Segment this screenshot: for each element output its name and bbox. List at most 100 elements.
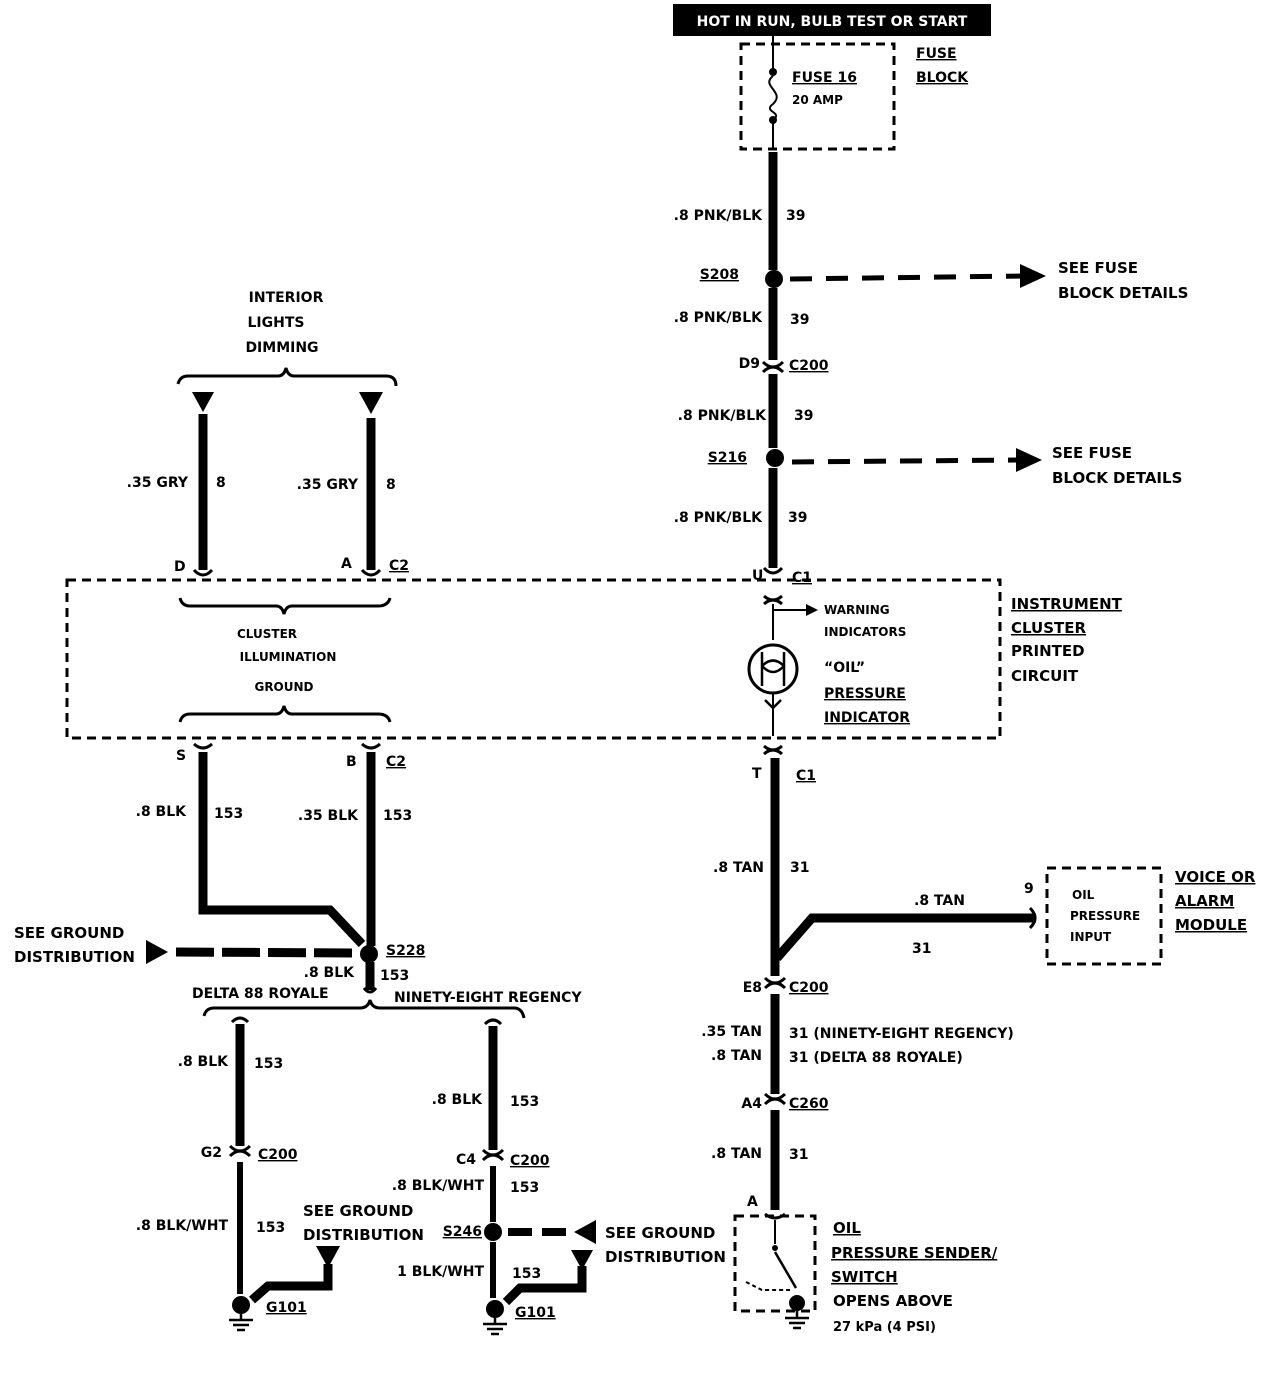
fuse-block-box (739, 42, 896, 151)
dimming-pin-d: D (174, 559, 186, 575)
mid-branch-size3: 1 BLK/WHT (397, 1264, 484, 1280)
see-fuse-arrow-2 (791, 457, 1019, 465)
signal-size2b: .8 TAN (711, 1048, 762, 1064)
signal-conn-c1: C1 (796, 768, 816, 784)
sender-ground-dot (789, 1295, 805, 1311)
interior-dimming-line1: INTERIOR (249, 290, 324, 306)
ground-right-circuit: 153 (383, 808, 412, 824)
ground-connector-c2: C2 (386, 754, 406, 770)
see-ground-left-line2: DISTRIBUTION (14, 948, 135, 966)
cluster-illum-brace-bottom (178, 705, 392, 723)
left-see-ground-line1: SEE GROUND (303, 1202, 413, 1220)
module-pin-hook-icon (1028, 906, 1037, 930)
sender-ground-symbol-icon (785, 1311, 809, 1330)
mid-branch-ground-arrow (571, 1250, 593, 1270)
oil-indicator-line2: PRESSURE (824, 686, 906, 702)
connector-c200-e8-icon (763, 976, 787, 990)
wire-39-3-circuit: 39 (794, 408, 813, 424)
indicator-chevron-icon (764, 699, 782, 710)
mid-branch-circuit2: 153 (510, 1180, 539, 1196)
module-line3: INPUT (1070, 930, 1112, 944)
ground-left-size: .8 BLK (136, 804, 188, 820)
fuse-rating: 20 AMP (792, 93, 843, 107)
oil-indicator-bulb-icon (747, 643, 799, 695)
voice-module-line2: ALARM (1175, 892, 1234, 910)
see-fuse-2-line1: SEE FUSE (1052, 444, 1132, 462)
oil-indicator-line3: INDICATOR (824, 710, 910, 726)
ground-split-hook-icon (362, 987, 378, 994)
cluster-illum-line2: ILLUMINATION (240, 650, 337, 664)
connector-d9-pin: D9 (739, 356, 760, 372)
delta-88-label: DELTA 88 ROYALE (192, 986, 329, 1002)
warning-line2: INDICATORS (824, 625, 906, 639)
mid-ground-g101: G101 (515, 1305, 556, 1321)
mid-see-ground-line1: SEE GROUND (605, 1224, 715, 1242)
mid-branch-conn: C200 (510, 1153, 550, 1169)
oil-pressure-sender-box (733, 1214, 817, 1313)
cluster-illum-brace-top (178, 597, 392, 615)
left-branch-size: .8 BLK (178, 1054, 230, 1070)
signal-size3: .8 TAN (711, 1146, 762, 1162)
left-see-ground-line2: DISTRIBUTION (303, 1226, 424, 1244)
cluster-name-line3: PRINTED (1011, 642, 1085, 660)
splice-s216-label: S216 (708, 450, 747, 466)
dimming-left-size: .35 GRY (127, 475, 189, 491)
see-fuse-2-line2: BLOCK DETAILS (1052, 469, 1182, 487)
signal-pin-a: A (747, 1194, 758, 1210)
ground-pin-s: S (176, 748, 186, 764)
dimming-pin-a: A (341, 556, 352, 572)
left-branch-pin: G2 (201, 1145, 222, 1161)
connector-c2-a-icon (360, 568, 382, 577)
mid-see-ground-arrow (574, 1220, 596, 1244)
splice-s208 (765, 270, 783, 288)
sender-line1: OIL (833, 1219, 861, 1237)
mid-branch-size: .8 BLK (432, 1092, 484, 1108)
connector-c2-d-icon (192, 568, 214, 577)
connector-c2-b-icon (361, 742, 381, 750)
signal-circuit2b: 31 (DELTA 88 ROYALE) (789, 1050, 963, 1066)
cluster-illum-line1: CLUSTER (237, 627, 297, 641)
signal-pin-t: T (752, 766, 762, 782)
signal-pin-e8: E8 (743, 980, 762, 996)
mid-ground-symbol-icon (483, 1318, 507, 1336)
cluster-illum-line3: GROUND (254, 680, 313, 694)
sender-line5: 27 kPa (4 PSI) (833, 1320, 936, 1335)
sender-connector-icon (764, 1212, 786, 1220)
see-fuse-1-line2: BLOCK DETAILS (1058, 284, 1188, 302)
mid-branch-pin: C4 (456, 1152, 476, 1168)
wire-39-2-circuit: 39 (790, 312, 809, 328)
splice-s228-label: S228 (386, 943, 425, 959)
voice-module-line1: VOICE OR (1175, 868, 1256, 886)
wire-39-4-circuit: 39 (788, 510, 807, 526)
splice-s246 (484, 1223, 502, 1241)
see-fuse-arrow-1 (789, 273, 1023, 282)
connector-u-name: C1 (792, 570, 812, 586)
left-branch-size2: .8 BLK/WHT (136, 1218, 229, 1234)
sender-switch-contact-top (772, 1245, 778, 1251)
signal-circuit2a: 31 (NINETY-EIGHT REGENCY) (789, 1026, 1014, 1042)
splice-s216 (766, 449, 784, 467)
mid-branch-hook-icon (483, 1018, 503, 1026)
cluster-name-line2: CLUSTER (1011, 619, 1086, 637)
left-branch-hook-icon (230, 1016, 250, 1024)
mid-ground-g101-dot (486, 1300, 504, 1318)
wire-39-4-size: .8 PNK/BLK (674, 510, 763, 526)
connector-u-pin: U (752, 568, 763, 584)
interior-dimming-brace (176, 367, 398, 387)
left-branch-connector-icon (228, 1144, 252, 1158)
connector-c260-a4-icon (763, 1092, 787, 1106)
dimming-left-circuit: 8 (216, 475, 226, 491)
dimming-connector-c2: C2 (389, 558, 409, 574)
see-ground-left-line1: SEE GROUND (14, 924, 124, 942)
module-wire-size: .8 TAN (914, 893, 965, 909)
wire-39-1-size: .8 PNK/BLK (674, 208, 763, 224)
connector-c2-s-icon (193, 742, 213, 750)
left-ground-g101-dot (232, 1296, 250, 1314)
module-pin: 9 (1024, 881, 1034, 897)
sender-line4: OPENS ABOVE (833, 1292, 953, 1310)
mid-branch-connector-icon (481, 1148, 505, 1162)
mid-branch-circuit: 153 (510, 1094, 539, 1110)
signal-size2a: .35 TAN (701, 1024, 762, 1040)
mid-see-ground-line2: DISTRIBUTION (605, 1248, 726, 1266)
